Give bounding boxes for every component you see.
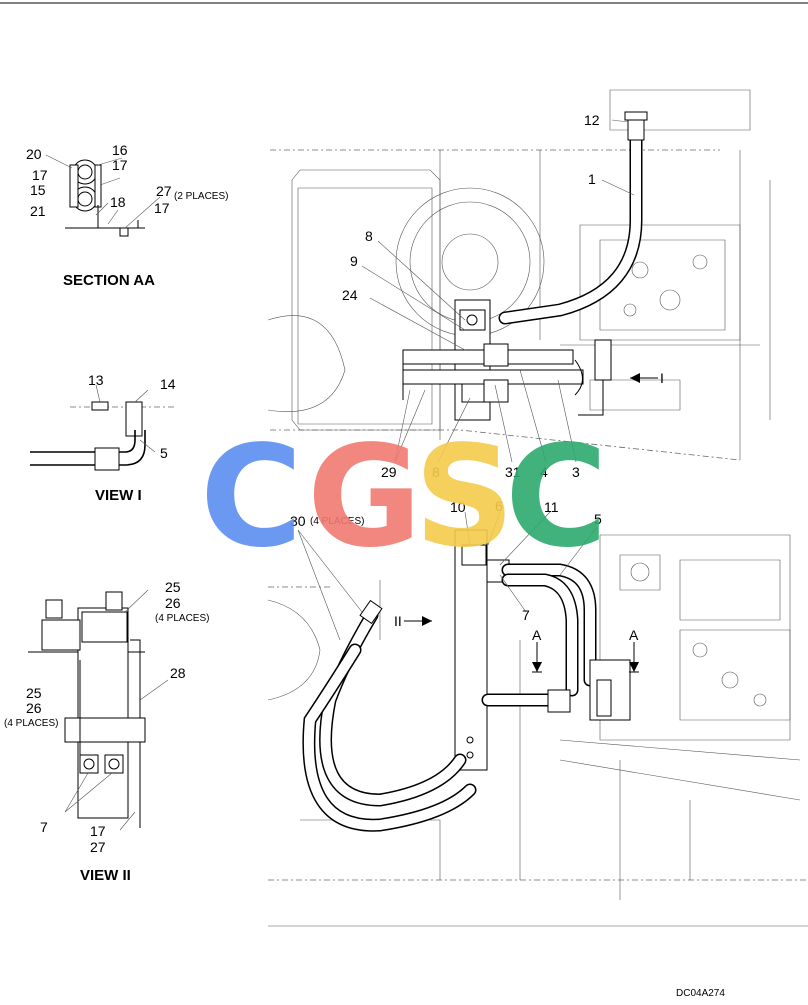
view-ii-title: VIEW II (80, 867, 131, 884)
callout-12: 12 (584, 112, 600, 128)
callout-4: 4 (540, 464, 548, 480)
view-marker-i: I (660, 370, 664, 386)
callout-30: 30 (290, 513, 306, 529)
note-2-places: (2 PLACES) (174, 191, 228, 202)
callout-9: 9 (350, 253, 358, 269)
callout-8-upper: 8 (365, 228, 373, 244)
callout-31: 31 (505, 464, 521, 480)
callout-26-upper: 26 (165, 595, 181, 611)
section-marker-a-right: A (629, 627, 639, 643)
callout-13: 13 (88, 372, 104, 388)
callout-20: 20 (26, 146, 42, 162)
leader-lines (45, 119, 635, 831)
section-aa-title: SECTION AA (63, 272, 155, 289)
callout-16: 16 (112, 142, 128, 158)
section-marker-a-left: A (532, 627, 542, 643)
callout-8-lower: 8 (432, 464, 440, 480)
watermark-letter-c1: C (200, 416, 303, 579)
callout-15: 15 (30, 182, 46, 198)
watermark-letter-s: S (414, 416, 515, 579)
view-i-inset (30, 401, 175, 471)
view-marker-ii: II (394, 613, 402, 629)
callout-3: 3 (572, 464, 580, 480)
callout-28: 28 (170, 665, 186, 681)
callout-17c: 17 (154, 200, 170, 216)
callout-6: 6 (495, 498, 503, 514)
hoses-30 (302, 599, 477, 832)
callout-1: 1 (588, 171, 596, 187)
callout-11: 11 (544, 499, 559, 515)
note-4-places-lower: (4 PLACES) (4, 718, 58, 729)
callout-10: 10 (450, 499, 466, 515)
watermark-letter-c2: C (505, 416, 608, 579)
callout-5: 5 (594, 511, 602, 527)
callout-21: 21 (30, 203, 46, 219)
callout-27: 27 (156, 183, 172, 199)
callout-24: 24 (342, 287, 358, 303)
drawing-id: DC04A274 (676, 988, 725, 999)
note-4-places-upper: (4 PLACES) (155, 613, 209, 624)
lower-valve-plate (454, 529, 510, 771)
watermark-logo: C G S C (200, 416, 608, 579)
callout-14: 14 (160, 376, 176, 392)
upper-valve-block (402, 299, 612, 421)
callout-7: 7 (522, 607, 530, 623)
callout-5-view-i: 5 (160, 445, 168, 461)
view-i-title: VIEW I (95, 487, 142, 504)
callout-29: 29 (381, 464, 397, 480)
callout-7-view-ii: 7 (40, 819, 48, 835)
hose-1 (498, 111, 648, 325)
view-markers (404, 373, 658, 673)
callout-27-view-ii: 27 (90, 839, 106, 855)
callout-17: 17 (32, 167, 48, 183)
callout-25-upper: 25 (165, 579, 181, 595)
section-aa-inset (65, 159, 145, 237)
callout-17b: 17 (112, 157, 128, 173)
callout-25-lower: 25 (26, 685, 42, 701)
hose-5-and-7 (481, 563, 631, 721)
callout-18: 18 (110, 194, 126, 210)
callout-17-view-ii: 17 (90, 823, 106, 839)
callout-26-lower: 26 (26, 700, 42, 716)
view-ii-inset (28, 591, 146, 828)
note-30-4-places: (4 PLACES) (310, 516, 364, 527)
watermark-letter-g: G (307, 416, 422, 579)
